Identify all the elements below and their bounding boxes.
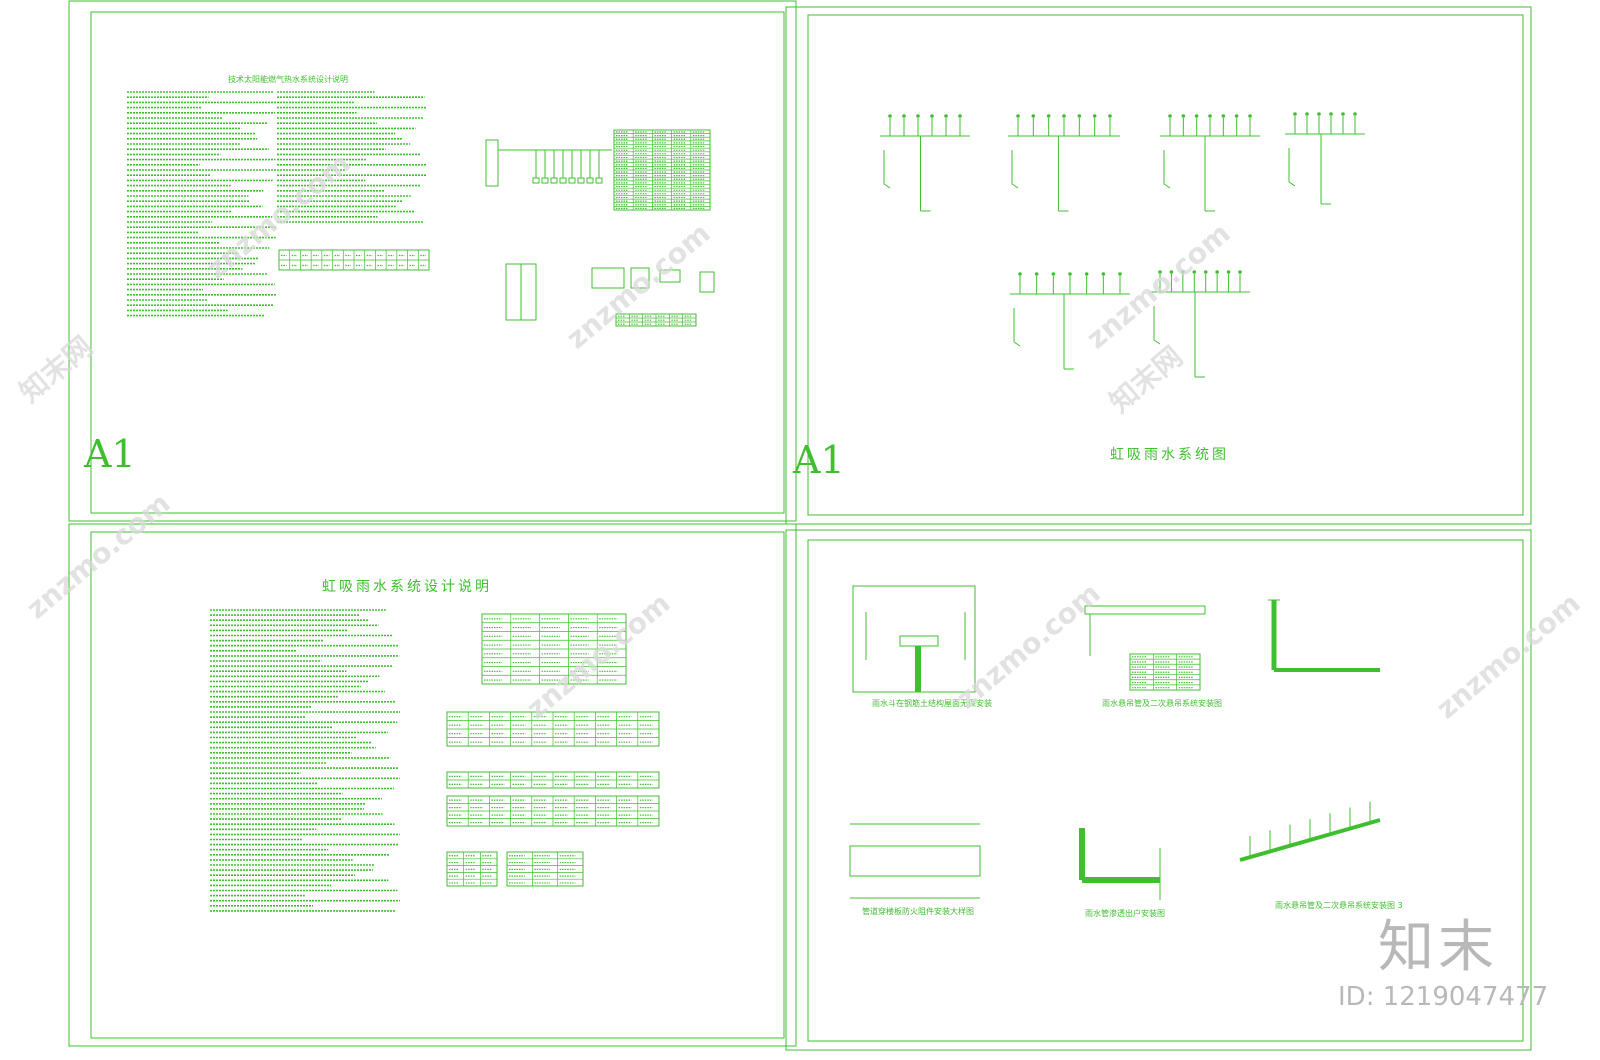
tl-device-box xyxy=(485,139,499,187)
tr-riser-4-drain xyxy=(1317,112,1321,116)
tr-riser-2 xyxy=(1011,183,1019,189)
frame-top-left-outer xyxy=(68,0,797,522)
br-d1-hopper xyxy=(899,635,939,647)
detail-caption-4: 雨水管渗透出户安装图 xyxy=(1085,909,1165,918)
tr-riser-1-drain xyxy=(944,114,948,118)
tr-riser-5-drain xyxy=(1068,272,1072,276)
bl-table-5 xyxy=(506,851,584,887)
tr-riser-3-drain xyxy=(1208,114,1212,118)
tr-riser-3 xyxy=(1163,183,1171,189)
tr-riser-1-drain xyxy=(958,114,962,118)
tr-riser-2-drain xyxy=(1062,114,1066,118)
tl-box-4 xyxy=(699,271,715,293)
tr-riser-1-drain xyxy=(916,114,920,118)
tl-outlet xyxy=(541,177,549,184)
tr-riser-4 xyxy=(1288,181,1296,187)
detail-caption-3: 管道穿楼板防火阻件安装大样图 xyxy=(862,907,974,916)
tr-riser-6 xyxy=(1153,339,1161,345)
tl-outlet xyxy=(595,177,603,184)
tr-riser-5-drain xyxy=(1034,272,1039,276)
tr-riser-3-drain xyxy=(1181,114,1186,118)
tl-box-3 xyxy=(659,269,681,283)
tr-riser-6-drain xyxy=(1158,270,1162,274)
tl-outlet xyxy=(532,177,540,184)
tr-riser-6-drain xyxy=(1192,270,1197,274)
detail-caption-1: 雨水斗在钢筋土结构屋面无保安装 xyxy=(872,699,992,708)
frame-top-right-outer xyxy=(785,6,1532,525)
tr-riser-5-drain xyxy=(1084,272,1089,276)
tr-riser-6-drain xyxy=(1215,270,1219,274)
frame-bottom-right-inner xyxy=(807,539,1524,1042)
tr-riser-5 xyxy=(1013,341,1021,347)
tr-riser-5-drain xyxy=(1101,272,1106,276)
tr-riser-4-drain xyxy=(1329,112,1333,116)
frame-bottom-right-outer xyxy=(785,529,1532,1051)
tr-riser-2-drain xyxy=(1108,114,1112,118)
frame-top-left-inner xyxy=(90,11,785,514)
detail-caption-2: 雨水悬吊管及二次悬吊系统安装图 xyxy=(1102,699,1222,708)
tr-riser-5-drain xyxy=(1018,272,1022,276)
tr-riser-2-drain xyxy=(1016,114,1020,118)
bl-table-4 xyxy=(446,851,498,887)
frame-top-right-inner xyxy=(807,14,1524,516)
tr-riser-2-drain xyxy=(1031,114,1036,118)
tr-riser-5-drain xyxy=(1118,272,1122,276)
tr-riser-3-drain xyxy=(1168,114,1172,118)
tr-riser-6-drain xyxy=(1169,270,1174,274)
tl-outlet xyxy=(586,177,594,184)
tr-riser-1 xyxy=(883,183,891,189)
tr-riser-1-drain xyxy=(930,114,934,118)
tr-riser-3-drain xyxy=(1221,114,1226,118)
br-d2-table xyxy=(1129,653,1201,691)
brand-id-label: ID: 1219047477 xyxy=(1338,982,1549,1012)
tr-riser-4-drain xyxy=(1293,112,1297,116)
tr-riser-1-drain xyxy=(902,114,906,118)
tr-riser-4-drain xyxy=(1353,112,1357,116)
tr-riser-2-drain xyxy=(1092,114,1097,118)
sheet-frames xyxy=(68,0,1532,1051)
tr-riser-3-drain xyxy=(1194,114,1199,118)
frame-bottom-left-inner xyxy=(90,531,785,1039)
sheet-size-label-top-right: A1 xyxy=(793,438,845,482)
tl-outlet xyxy=(559,177,567,184)
tr-riser-3-drain xyxy=(1234,114,1239,118)
tr-riser-1-drain xyxy=(888,114,892,118)
tr-riser-5-drain xyxy=(1051,272,1056,276)
sheet-title-top-right: 虹吸雨水系统图 xyxy=(1110,447,1229,463)
frame-bottom-left-outer xyxy=(68,523,797,1047)
tl-outlet xyxy=(577,177,585,184)
tr-riser-6-drain xyxy=(1238,270,1242,274)
tr-riser-6-drain xyxy=(1181,270,1185,274)
tl-outlet xyxy=(550,177,558,184)
detail-caption-5: 雨水悬吊管及二次悬吊系统安装图 3 xyxy=(1275,901,1403,910)
tr-riser-6-drain xyxy=(1203,270,1208,274)
tl-outlet xyxy=(568,177,576,184)
tr-riser-4-drain xyxy=(1305,112,1309,116)
tr-riser-2-drain xyxy=(1046,114,1051,118)
tr-riser-6-drain xyxy=(1226,270,1231,274)
tl-box-1 xyxy=(591,267,625,289)
generated-linework xyxy=(127,91,1381,912)
tr-riser-3-drain xyxy=(1248,114,1252,118)
tr-riser-4-drain xyxy=(1341,112,1345,116)
sheet-title-top-left: 技术太阳能燃气热水系统设计说明 xyxy=(228,75,348,84)
br-d4-pipe xyxy=(849,845,981,877)
sheet-title-bottom-left: 虹吸雨水系统设计说明 xyxy=(322,579,492,595)
tl-box-2 xyxy=(630,267,650,289)
br-d2-beam xyxy=(1084,605,1206,615)
sheet-size-label-top-left: A1 xyxy=(84,432,136,476)
brand-logo: 知末 xyxy=(1378,915,1498,980)
tr-riser-2-drain xyxy=(1077,114,1082,118)
br-detail-1 xyxy=(852,585,976,693)
